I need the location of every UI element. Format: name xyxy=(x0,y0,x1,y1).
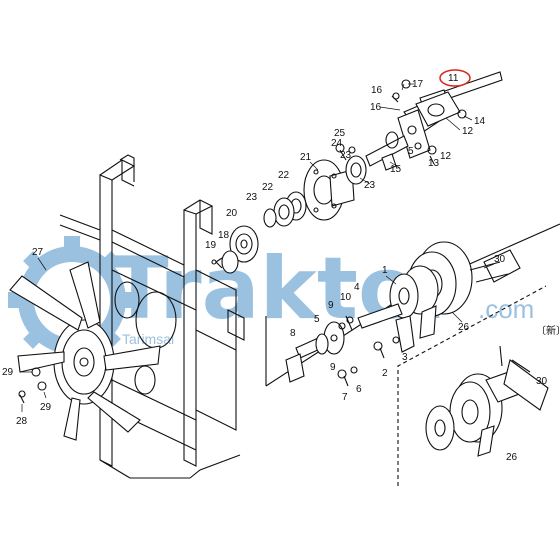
callout-6: 6 xyxy=(356,384,362,395)
bolt-part-2-3 xyxy=(373,336,400,359)
callout-16b: 16 xyxy=(370,102,382,113)
callout-16: 16 xyxy=(371,85,383,96)
callout-22b: 22 xyxy=(262,182,274,193)
callout-18: 18 xyxy=(218,230,230,241)
callout-1: 1 xyxy=(382,265,388,276)
gear-part-18-19 xyxy=(211,250,239,274)
callout-7: 7 xyxy=(342,392,348,403)
shaft-part-15 xyxy=(365,131,409,171)
cooling-fan xyxy=(9,261,161,441)
leader-lines xyxy=(37,83,495,323)
callout-5b: 5 xyxy=(314,314,320,325)
callout-21: 21 xyxy=(300,152,312,163)
callout-4: 4 xyxy=(354,282,360,293)
lever-part-4-10 xyxy=(345,303,415,353)
callout-14: 14 xyxy=(474,116,486,127)
callout-26: 26 xyxy=(458,322,470,333)
callout-23c: 23 xyxy=(246,192,258,203)
callout-13: 13 xyxy=(428,158,440,169)
gear-part-20 xyxy=(229,225,259,263)
callout-27: 27 xyxy=(32,247,44,258)
highlight-ring xyxy=(439,69,471,87)
callout-28: 28 xyxy=(16,416,28,427)
callout-23b: 23 xyxy=(364,180,376,191)
new-type-assembly xyxy=(425,345,549,457)
callout-9b: 9 xyxy=(330,362,336,373)
callout-23: 23 xyxy=(340,150,352,161)
callout-9: 9 xyxy=(328,300,334,311)
callout-15: 15 xyxy=(390,164,402,175)
callout-17: 17 xyxy=(412,79,424,90)
callout-30: 30 xyxy=(494,254,506,265)
callout-25: 25 xyxy=(334,128,346,139)
shaft-assembly-lower xyxy=(285,321,346,383)
callout-2: 2 xyxy=(382,368,388,379)
callout-labels: 11 16 17 16 12 14 5 12 13 15 24 25 21 23… xyxy=(2,73,560,463)
callout-22: 22 xyxy=(278,170,290,181)
callout-8: 8 xyxy=(290,328,296,339)
belt-part-30 xyxy=(469,261,509,283)
callout-3: 3 xyxy=(402,352,408,363)
watermark-domain: .com xyxy=(478,294,534,324)
callout-29b: 29 xyxy=(40,402,52,413)
bolt-part-6-7 xyxy=(337,366,358,387)
callout-29: 29 xyxy=(2,367,14,378)
callout-11: 11 xyxy=(448,73,459,84)
watermark-sub: Tarimsal xyxy=(122,331,174,347)
washer-part-23 xyxy=(345,155,367,185)
bolt-24-25 xyxy=(335,143,356,161)
callout-26b: 26 xyxy=(506,452,518,463)
callout-12b: 12 xyxy=(440,151,452,162)
callout-20: 20 xyxy=(226,208,238,219)
new-type-label: 〔新〕 xyxy=(536,324,560,337)
callout-19: 19 xyxy=(205,240,217,251)
fan-bolts xyxy=(18,367,47,412)
callout-10: 10 xyxy=(340,292,352,303)
callout-24: 24 xyxy=(331,138,343,149)
callout-12: 12 xyxy=(462,126,474,137)
callout-5: 5 xyxy=(408,146,414,157)
callout-30b: 30 xyxy=(536,376,548,387)
bearing-part-22 xyxy=(263,191,307,228)
